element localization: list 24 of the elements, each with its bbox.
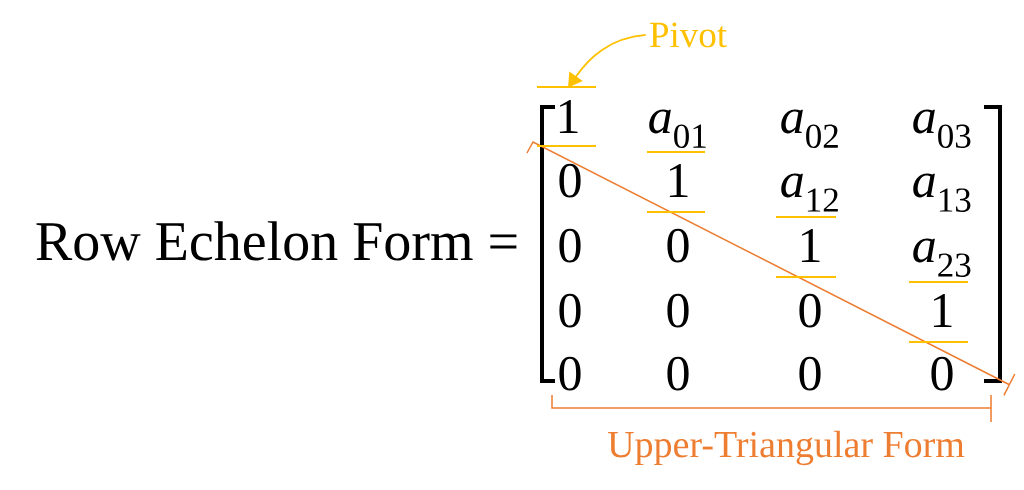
matrix-entry: 0 — [799, 356, 821, 391]
matrix-entry: 1 — [801, 229, 820, 262]
matrix-entry: a$_{03}$ — [913, 109, 971, 149]
matrix-entry: 0 — [667, 293, 689, 328]
matrix-entry: 1 — [933, 294, 952, 327]
matrix-entry: 0 — [931, 356, 953, 391]
matrix-entry: 0 — [559, 163, 581, 198]
matrix-entry: 0 — [559, 356, 581, 391]
matrix-entry: a$_{12}$ — [781, 173, 838, 212]
matrix-entry: 0 — [559, 228, 581, 263]
matrix-entry: 0 — [799, 293, 821, 328]
matrix-entry: 1 — [559, 100, 578, 133]
matrix-entry: a$_{01}$ — [649, 109, 706, 149]
bracket-label: Upper-Triangular Form — [607, 430, 965, 466]
equation-text: Row Echelon Form = — [36, 221, 517, 261]
curved-arrow — [568, 34, 647, 88]
callout-label: Pivot — [650, 22, 727, 48]
matrix-entry: a$_{02}$ — [781, 109, 838, 149]
matrix-entry: 0 — [667, 356, 689, 391]
matrix-entry: a$_{13}$ — [913, 173, 971, 212]
matrix-entry: 0 — [559, 293, 581, 328]
matrix-entry: a$_{23}$ — [913, 238, 971, 277]
matrix-entry: 1 — [669, 164, 688, 197]
matrix-entry: 0 — [667, 228, 689, 263]
